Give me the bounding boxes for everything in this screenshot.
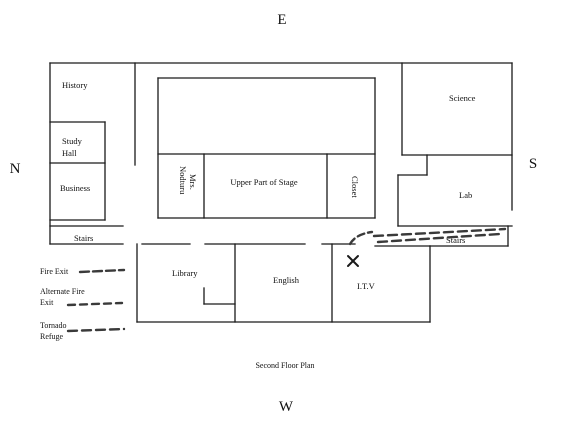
room-library: Library (172, 268, 198, 278)
room-mrs-nodturu-line1: Mrs. (188, 174, 198, 190)
room-english: English (273, 275, 300, 285)
compass-south: S (529, 156, 537, 172)
room-business: Business (60, 183, 90, 193)
room-study-hall-line2: Hall (62, 148, 77, 158)
compass-east: E (277, 12, 286, 28)
room-stairs-right: Stairs (446, 235, 465, 245)
room-upper-stage: Upper Part of Stage (230, 177, 298, 187)
room-itv: I.T.V (357, 281, 376, 291)
room-closet: Closet (350, 176, 360, 198)
outer-walls (49, 62, 513, 323)
compass-north: N (10, 161, 21, 177)
plan-caption: Second Floor Plan (255, 361, 314, 370)
legend-fire-exit-line (78, 268, 126, 274)
legend-fire-exit: Fire Exit (40, 267, 69, 276)
legend-alternate-line1: Alternate Fire (40, 287, 85, 296)
north-wing-walls (49, 62, 136, 227)
legend-tornado-line (66, 327, 126, 333)
legend-alternate-line (66, 301, 124, 307)
room-study-hall-line1: Study (62, 136, 83, 146)
room-lab: Lab (459, 190, 472, 200)
west-wing-walls (203, 243, 431, 323)
central-block-walls (157, 77, 376, 219)
compass-west: W (279, 399, 294, 415)
room-science: Science (449, 93, 476, 103)
x-marker-icon (347, 255, 359, 267)
legend-tornado-line1: Tornado (40, 321, 67, 330)
room-mrs-nodturu-line2: Nodturu (178, 166, 188, 195)
fire-exit-route (348, 227, 507, 246)
south-wing-walls (397, 62, 513, 227)
legend-alternate-line2: Exit (40, 298, 54, 307)
legend-tornado-line2: Refuge (40, 332, 64, 341)
room-history: History (62, 80, 88, 90)
room-stairs-left: Stairs (74, 233, 93, 243)
